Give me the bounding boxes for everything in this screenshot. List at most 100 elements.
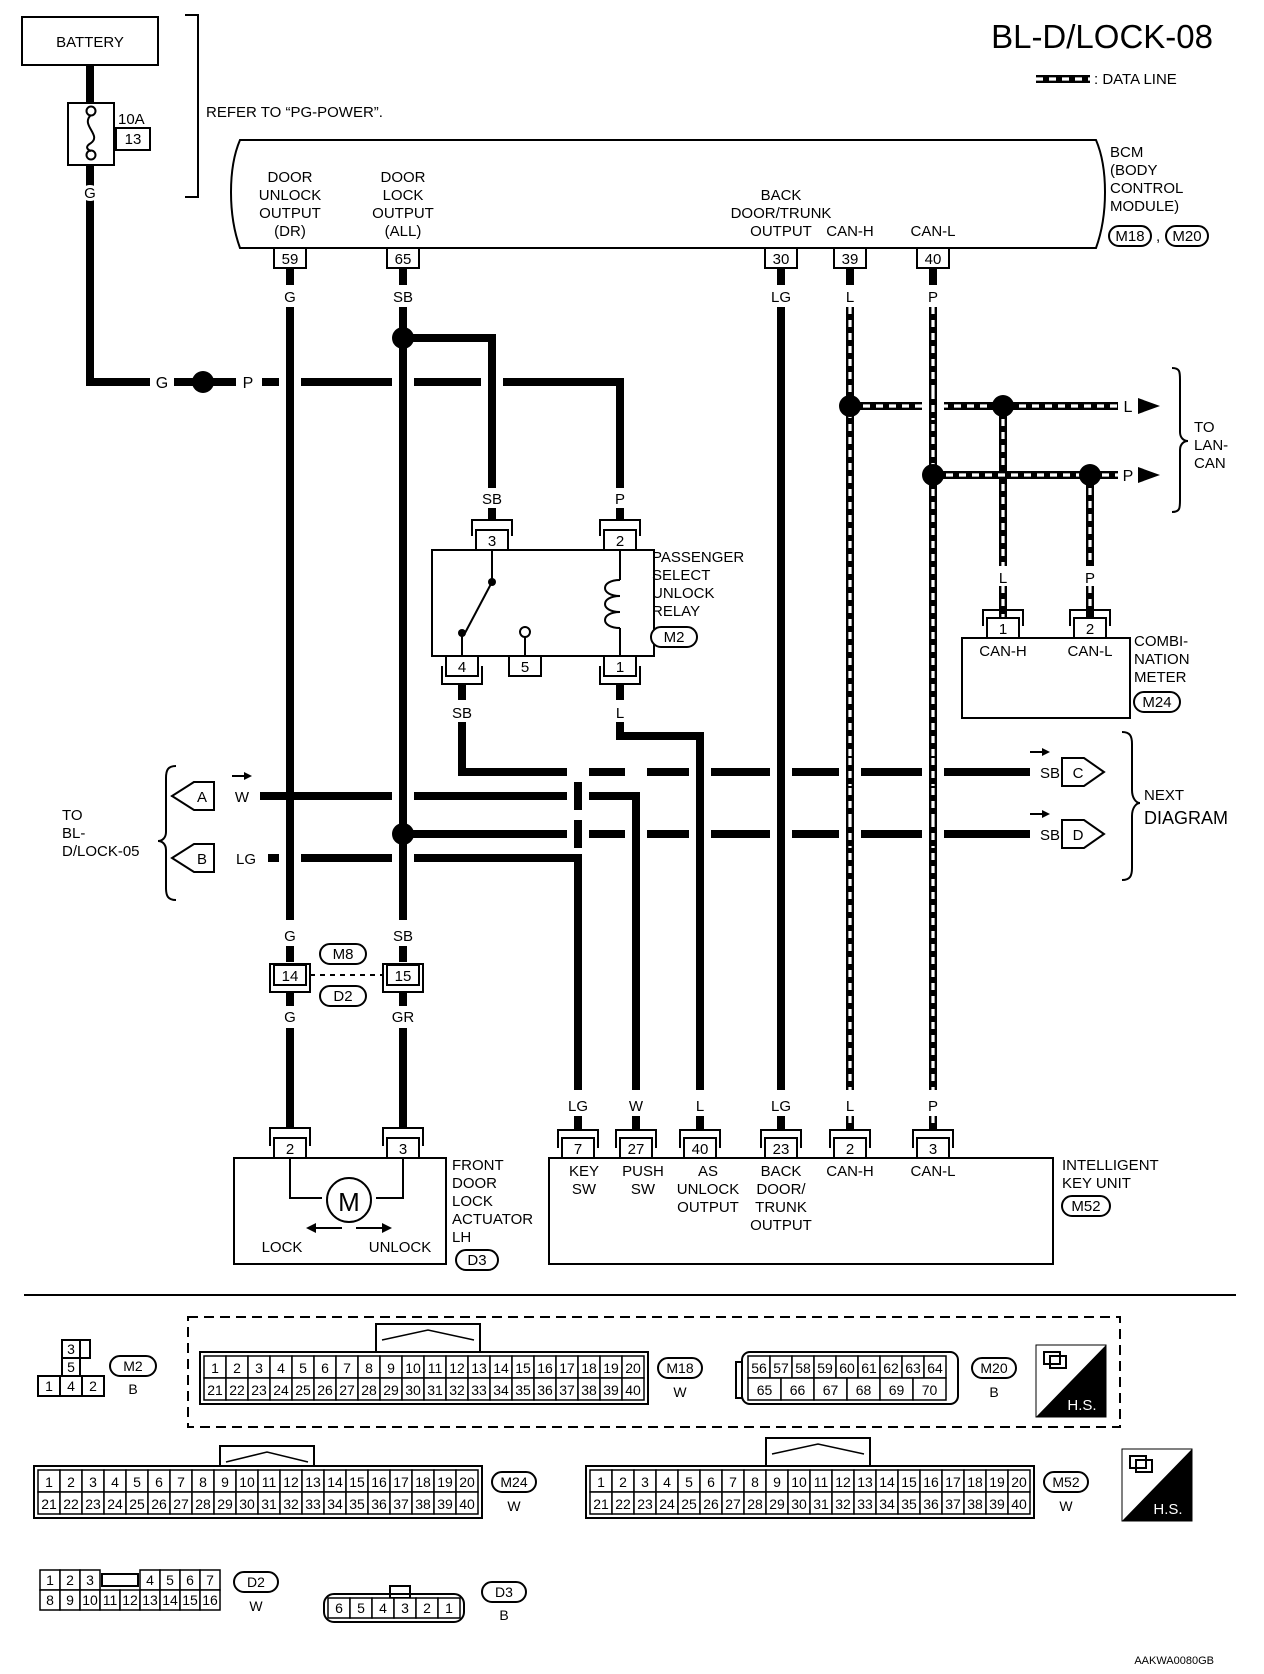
svg-text:SW: SW [572,1181,597,1198]
svg-text:OUTPUT: OUTPUT [259,205,321,222]
svg-text:1: 1 [616,659,624,676]
pin-cell: 27 [173,1496,189,1512]
pin-cell: 30 [239,1496,255,1512]
svg-text:SB: SB [1040,827,1060,844]
pin-cell: 38 [967,1496,983,1512]
svg-text:66: 66 [790,1382,806,1398]
svg-text:DOOR/: DOOR/ [756,1181,806,1198]
pin-cell: 13 [305,1474,321,1490]
pin-cell: 3 [641,1474,649,1490]
svg-text:69: 69 [889,1382,905,1398]
pin-cell: 2 [233,1360,241,1376]
svg-text:3: 3 [399,1141,407,1158]
pin-cell: 25 [681,1496,697,1512]
pin-cell: 13 [857,1474,873,1490]
pin-cell: 7 [177,1474,185,1490]
svg-text:M20: M20 [980,1360,1007,1376]
pin-cell: 7 [343,1360,351,1376]
m2-connector-view: 3 5 1 4 2 M2 B [37,1339,157,1397]
pin-cell: 39 [437,1496,453,1512]
pin-cell: 12 [449,1360,465,1376]
svg-text:58: 58 [795,1360,811,1376]
pin-cell: 36 [371,1496,387,1512]
svg-text:H.S.: H.S. [1153,1501,1182,1518]
svg-text:B: B [128,1381,137,1397]
svg-text:3: 3 [401,1600,409,1616]
svg-text:5: 5 [67,1359,75,1375]
svg-text:W: W [1059,1498,1073,1514]
svg-text:5: 5 [521,659,529,676]
svg-text:BCM: BCM [1110,144,1143,161]
svg-text:W: W [235,789,250,806]
pin-cell: 4 [146,1572,154,1588]
svg-text:LG: LG [771,289,791,306]
pin-cell: 5 [166,1572,174,1588]
svg-text:LG: LG [771,1098,791,1115]
pin-cell: 24 [659,1496,675,1512]
svg-text:UNLOCK: UNLOCK [369,1239,432,1256]
svg-text:63: 63 [905,1360,921,1376]
svg-text:FRONT: FRONT [452,1157,504,1174]
svg-text:59: 59 [817,1360,833,1376]
svg-text:P: P [1123,468,1134,485]
svg-text:L: L [1124,399,1133,416]
svg-text:NATION: NATION [1134,651,1190,668]
svg-text:OUTPUT: OUTPUT [677,1199,739,1216]
pin-cell: 39 [989,1496,1005,1512]
svg-text:DOOR: DOOR [268,169,313,186]
pin-cell: 35 [901,1496,917,1512]
pin-cell: 9 [66,1592,74,1608]
refer-pg-power: REFER TO “PG-POWER”. [206,104,383,121]
pin-cell: 32 [449,1382,465,1398]
pin-cell: 2 [619,1474,627,1490]
pin-cell: 34 [327,1496,343,1512]
pin-cell: 20 [1011,1474,1027,1490]
svg-text:P: P [1085,570,1095,587]
svg-text:2: 2 [846,1141,854,1158]
pin-cell: 10 [82,1592,98,1608]
bcm-box [230,139,1106,249]
pin-cell: 3 [255,1360,263,1376]
pin-cell: 23 [251,1382,267,1398]
svg-text:2: 2 [616,533,624,550]
pin-cell: 4 [663,1474,671,1490]
svg-text:ACTUATOR: ACTUATOR [452,1211,533,1228]
pin-cell: 26 [317,1382,333,1398]
svg-text:D3: D3 [495,1584,513,1600]
pin-cell: 1 [211,1360,219,1376]
pin-cell: 28 [195,1496,211,1512]
svg-text:P: P [615,491,625,508]
svg-text:CAN-H: CAN-H [979,643,1027,660]
svg-text:LOCK: LOCK [452,1193,493,1210]
svg-text:SB: SB [1040,765,1060,782]
pin-cell: 15 [182,1592,198,1608]
pin-cell: 5 [299,1360,307,1376]
svg-text:H.S.: H.S. [1067,1397,1096,1414]
pin-cell: 20 [625,1360,641,1376]
svg-text:W: W [507,1498,521,1514]
pin-cell: 6 [707,1474,715,1490]
svg-text:2: 2 [286,1141,294,1158]
svg-text:TRUNK: TRUNK [755,1199,807,1216]
svg-text:UNLOCK: UNLOCK [259,187,322,204]
svg-text:P: P [928,1098,938,1115]
svg-text:W: W [629,1098,644,1115]
pin-cell: 29 [217,1496,233,1512]
svg-text:LOCK: LOCK [262,1239,303,1256]
pin-cell: 21 [41,1496,57,1512]
svg-text:SB: SB [393,928,413,945]
svg-text:M24: M24 [500,1474,527,1490]
svg-text:(BODY: (BODY [1110,162,1158,179]
svg-text:D: D [1073,827,1084,844]
pin-cell: 38 [415,1496,431,1512]
next-diagram-label: NEXT [1144,787,1184,804]
svg-text:G: G [284,928,296,945]
pin-cell: 9 [387,1360,395,1376]
svg-text:67: 67 [823,1382,839,1398]
svg-text:SW: SW [631,1181,656,1198]
svg-text:PUSH: PUSH [622,1163,664,1180]
svg-text:40: 40 [925,251,942,268]
svg-text:27: 27 [628,1141,645,1158]
svg-text:15: 15 [395,968,412,985]
